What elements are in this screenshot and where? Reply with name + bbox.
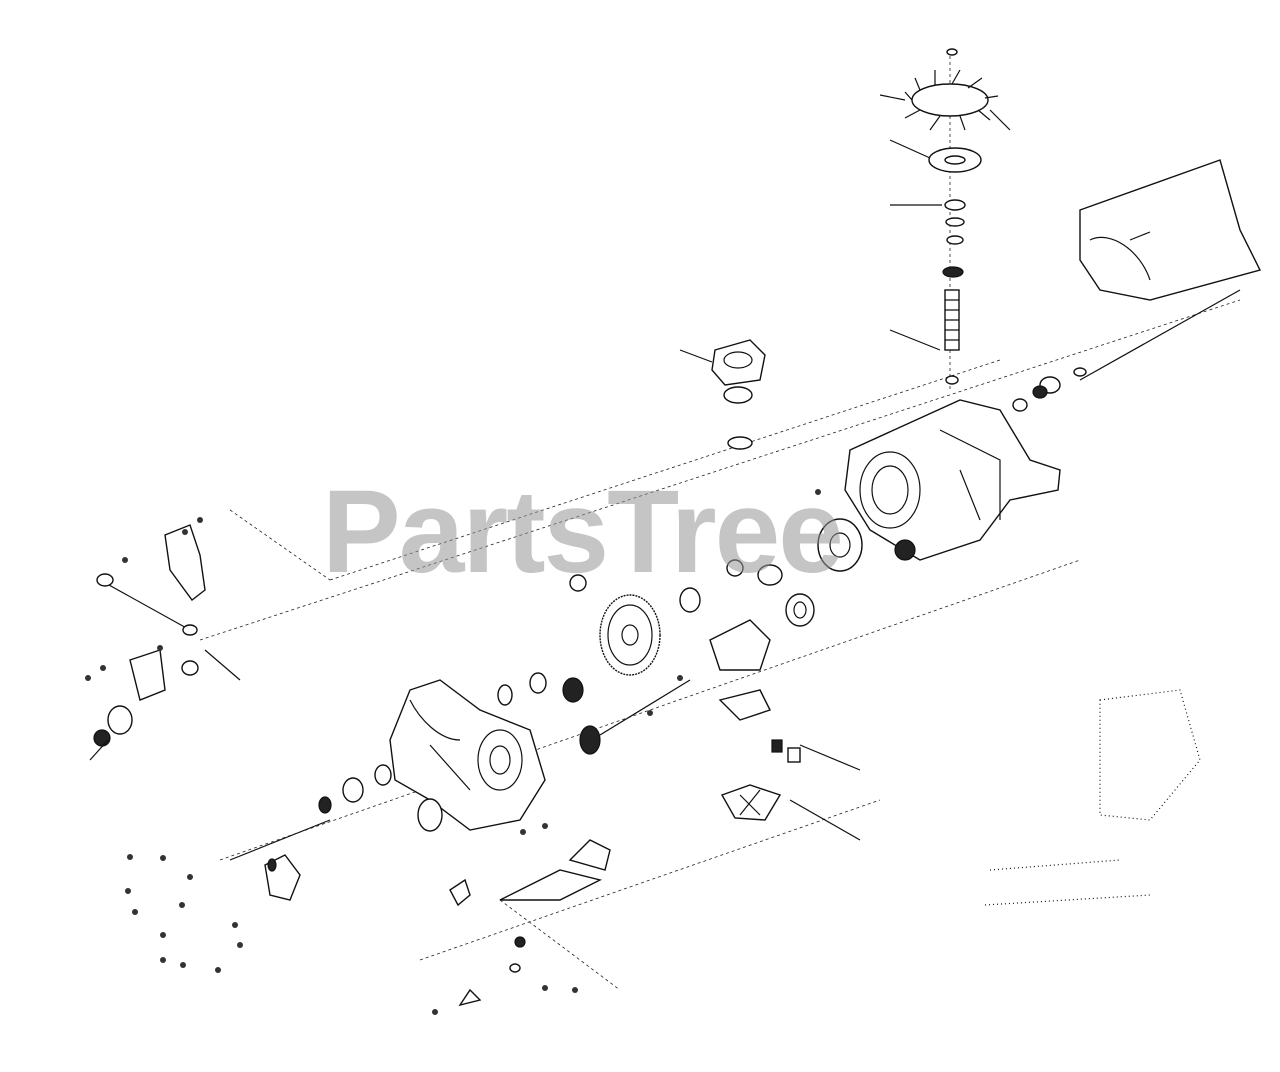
input-shaft-parts: [497, 574, 691, 755]
cooling-fan-part: [904, 48, 999, 385]
left-case-half-part: [389, 679, 546, 831]
hardware-fasteners: [85, 489, 821, 1015]
assembly-axis-lines: [199, 50, 1241, 991]
shift-cluster-parts: [709, 619, 801, 821]
differential-parts: [679, 339, 815, 627]
lower-bracket-parts: [458, 839, 611, 1007]
right-case-half-part: [817, 399, 1061, 572]
left-mount-bracket-parts: [93, 524, 206, 747]
faint-note-block: [984, 689, 1201, 906]
output-shaft-parts: [229, 764, 471, 907]
upper-housing-part: [1012, 159, 1262, 412]
leader-lines: [89, 94, 1011, 841]
large-spur-gear-part: [599, 594, 661, 676]
